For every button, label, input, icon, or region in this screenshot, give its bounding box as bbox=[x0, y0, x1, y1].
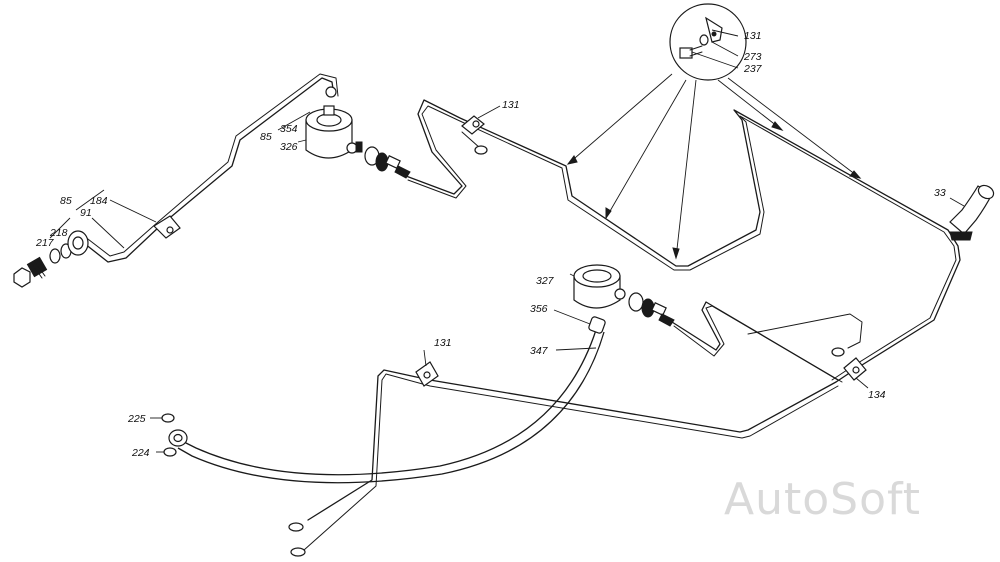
label-134: 134 bbox=[868, 389, 886, 401]
callout-arrows bbox=[566, 73, 862, 260]
label-131-top: 131 bbox=[744, 30, 762, 42]
upper-left-pipe bbox=[79, 73, 339, 263]
label-354: 354 bbox=[280, 123, 298, 135]
label-356: 356 bbox=[530, 303, 548, 315]
label-273: 273 bbox=[743, 51, 762, 63]
label-225: 225 bbox=[127, 413, 146, 425]
label-217: 217 bbox=[35, 237, 55, 249]
label-184: 184 bbox=[90, 195, 108, 207]
washer-224 bbox=[163, 447, 177, 457]
banjo-fitting bbox=[67, 230, 89, 256]
label-131-lower: 131 bbox=[434, 337, 452, 349]
label-131-left: 131 bbox=[502, 99, 520, 111]
label-224: 224 bbox=[131, 447, 150, 459]
label-85-fitting: 85 bbox=[60, 195, 72, 207]
detail-callout-circle bbox=[669, 3, 747, 81]
label-91: 91 bbox=[80, 207, 92, 219]
label-347: 347 bbox=[530, 345, 549, 357]
label-237: 237 bbox=[743, 63, 763, 75]
pipe-clip-134 bbox=[843, 357, 867, 381]
banjo-fitting-lower bbox=[168, 429, 188, 447]
fuel-gauge-sender-327 bbox=[573, 264, 626, 309]
watermark: AutoSoft bbox=[724, 474, 921, 525]
label-218: 218 bbox=[49, 227, 68, 239]
label-leaders bbox=[49, 29, 965, 453]
label-33: 33 bbox=[934, 187, 946, 199]
washer-225 bbox=[161, 413, 175, 423]
washer-217 bbox=[49, 248, 61, 264]
pipe-clip-184 bbox=[153, 215, 181, 239]
middle-pipe bbox=[405, 99, 961, 383]
lower-right-pipe bbox=[671, 301, 863, 383]
fuel-tap-connector-left bbox=[364, 146, 411, 179]
ground-lead-upper bbox=[461, 131, 488, 155]
fuel-tap-connector-right bbox=[628, 292, 675, 327]
long-lower-pipe bbox=[288, 369, 839, 557]
fuel-hose-347 bbox=[177, 316, 606, 484]
label-327: 327 bbox=[536, 275, 555, 287]
label-85-sender: 85 bbox=[260, 131, 272, 143]
fuel-gauge-sender-326 bbox=[305, 86, 363, 159]
pipe-clip-131-left bbox=[461, 115, 485, 135]
label-326: 326 bbox=[280, 141, 298, 153]
bolt-fitting bbox=[13, 256, 48, 288]
elbow-fitting-33 bbox=[949, 184, 995, 241]
pipe-clip-131-lower bbox=[415, 361, 439, 387]
